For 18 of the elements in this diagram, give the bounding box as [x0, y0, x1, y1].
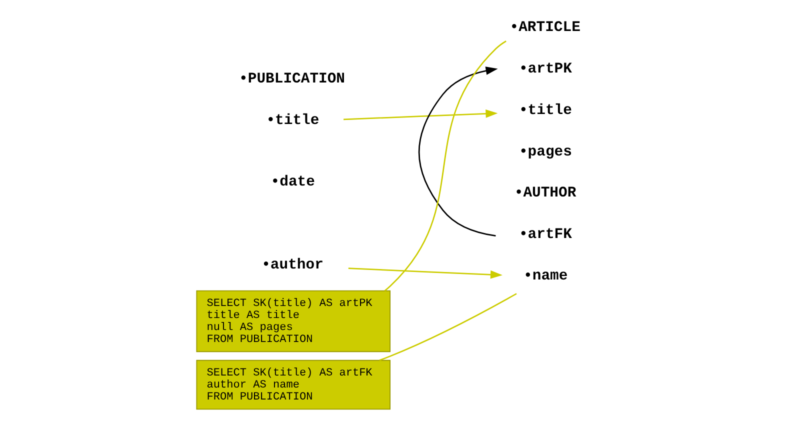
arrow	[418, 66, 498, 236]
node-text: •date	[270, 174, 314, 191]
node-text: •artFK	[518, 227, 572, 244]
arrow	[343, 110, 498, 120]
node-text: •PUBLICATION	[238, 72, 345, 88]
node-text: •pages	[518, 144, 572, 160]
arrow	[348, 268, 502, 279]
node-text: •author	[261, 258, 323, 274]
node-text: •title	[518, 102, 572, 119]
node-text: •name	[523, 268, 568, 285]
node-text: •AUTHOR	[514, 186, 576, 202]
node-text: •ARTICLE	[509, 20, 580, 36]
node-text: •artPK	[518, 61, 572, 78]
node-text: •title	[266, 112, 319, 129]
node-box: SELECT SK(title) AS artFK author AS name FROM PUBLICATION	[196, 360, 390, 410]
connector	[378, 293, 516, 361]
connector	[384, 40, 506, 292]
node-box: SELECT SK(title) AS artPK title AS title null AS pages FROM PUBLICATION	[196, 290, 390, 352]
